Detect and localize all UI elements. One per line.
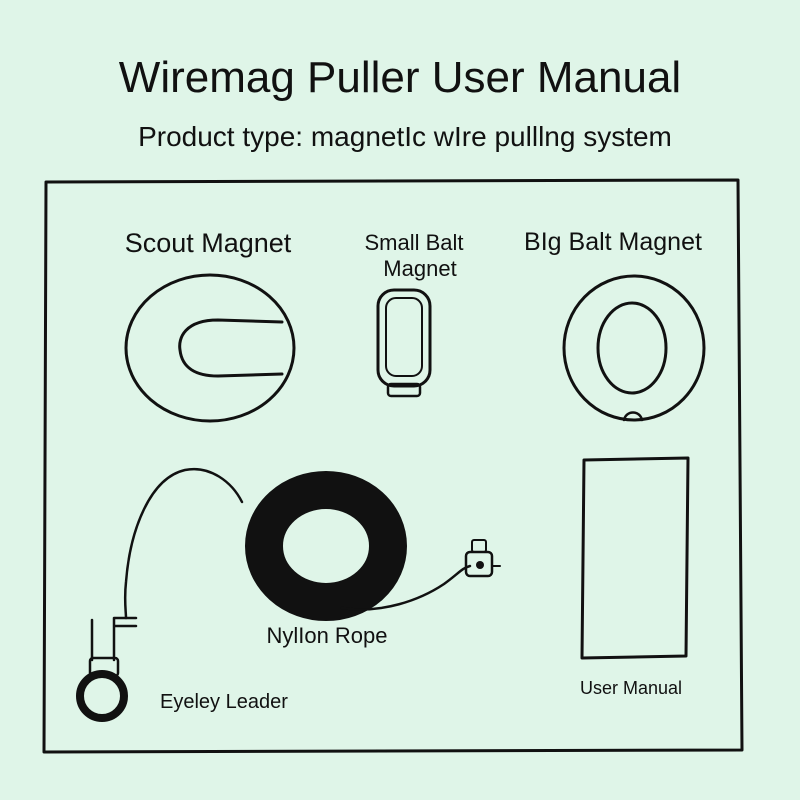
big-bait-magnet-label: BIg Balt Magnet xyxy=(524,228,702,256)
user-manual-booklet xyxy=(580,456,690,660)
rope-connector-cap xyxy=(471,539,487,553)
nylon-rope-coil xyxy=(245,471,407,621)
eyelet-leader-bracket xyxy=(90,616,138,662)
eyelet-leader: Eyeley Leader xyxy=(76,616,288,722)
big-bait-magnet: BIg Balt Magnet xyxy=(524,228,706,422)
rope-connector xyxy=(464,539,501,578)
eyelet-leader-ring xyxy=(76,670,128,722)
page-title: Wiremag Puller User Manual xyxy=(119,53,681,102)
big-bait-magnet-clip xyxy=(622,411,644,422)
small-bait-magnet-label-line1: Small Balt xyxy=(364,230,463,255)
nylon-rope-leader-line xyxy=(123,467,244,620)
eyelet-leader-label: Eyeley Leader xyxy=(160,691,288,713)
big-bait-magnet-outer-ring xyxy=(562,274,706,422)
scout-magnet: Scout Magnet xyxy=(124,228,296,423)
contents-frame xyxy=(42,178,744,754)
scout-magnet-body xyxy=(124,273,296,423)
small-bait-magnet-base xyxy=(386,382,422,398)
user-manual: User Manual xyxy=(580,456,690,698)
big-bait-magnet-inner-ring xyxy=(596,301,668,395)
small-bait-magnet-inner xyxy=(385,297,423,377)
nylon-rope-tail-line xyxy=(340,564,472,611)
small-bait-magnet-outer xyxy=(376,288,432,388)
small-bait-magnet: Small Balt Magnet xyxy=(364,230,464,398)
user-manual-label: User Manual xyxy=(580,678,682,698)
scout-magnet-slot xyxy=(178,318,284,378)
page-subtitle: Product type: magnetIc wIre pulllng syst… xyxy=(138,121,672,152)
small-bait-magnet-label-line2: Magnet xyxy=(383,256,456,281)
rope-connector-screw xyxy=(476,561,484,569)
nylon-rope: NylIon Rope xyxy=(123,467,472,648)
scout-magnet-label: Scout Magnet xyxy=(125,228,292,258)
nylon-rope-label: NylIon Rope xyxy=(266,623,387,648)
